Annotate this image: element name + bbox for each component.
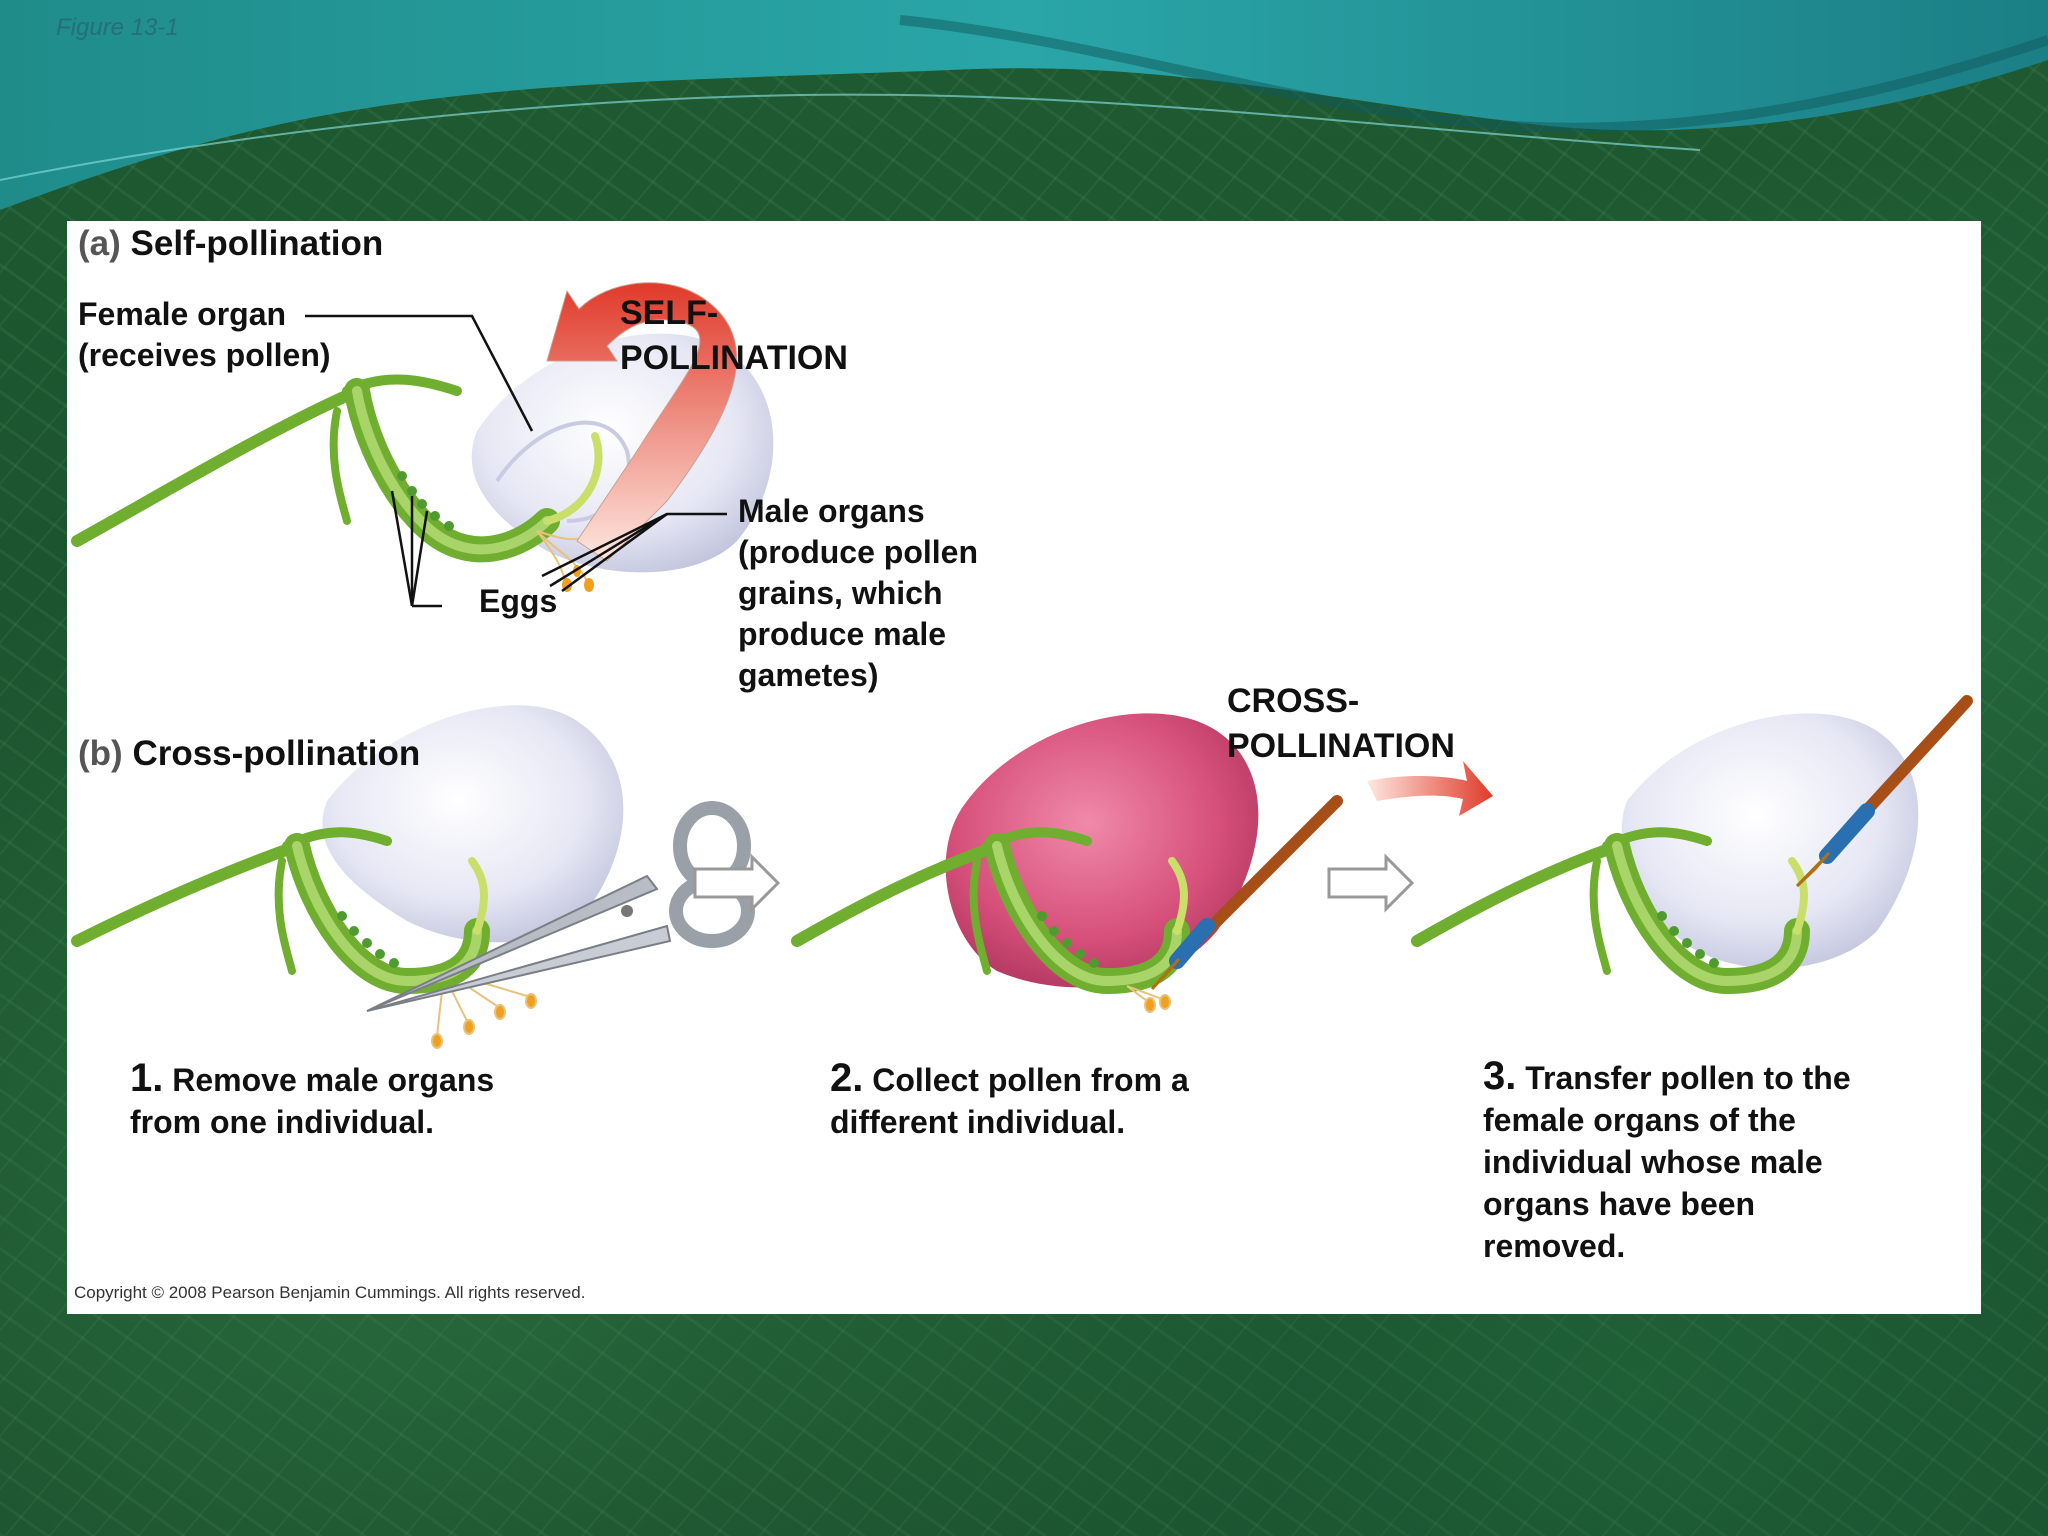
figure-label: Figure 13-1 <box>56 14 179 41</box>
copyright-notice: Copyright © 2008 Pearson Benjamin Cummin… <box>74 1283 586 1302</box>
step3-flower <box>1411 713 1919 995</box>
step-3-number: 3. <box>1483 1054 1517 1098</box>
step-2-line2: different individual. <box>830 1104 1126 1140</box>
part-a-title: Self-pollination <box>130 224 384 263</box>
male-organs-label-line5: gametes) <box>738 657 879 693</box>
step-1-line1: Remove male organs <box>172 1062 495 1098</box>
female-organ-label-line1: Female organ <box>78 296 287 332</box>
part-b-letter: (b) <box>78 734 123 773</box>
cross-pollination-label-line1: CROSS- <box>1227 682 1360 720</box>
process-arrow-2 <box>1327 853 1415 913</box>
part-b-title: Cross-pollination <box>132 734 421 773</box>
self-pollination-arrow <box>546 282 738 562</box>
step-1-number: 1. <box>130 1056 164 1100</box>
step-3-line1: Transfer pollen to the <box>1525 1060 1851 1096</box>
self-pollination-label-line1: SELF- <box>620 294 719 332</box>
female-organ-label: Female organ (receives pollen) <box>78 294 331 376</box>
step-3-line5: removed. <box>1483 1228 1626 1264</box>
cross-pollination-label-line2: POLLINATION <box>1227 727 1455 765</box>
paintbrush-icon-step3 <box>1795 695 1973 888</box>
scissors-icon <box>366 801 755 1012</box>
step-1-caption: 1. Remove male organs from one individua… <box>130 1057 494 1143</box>
part-a-heading: (a) Self-pollination <box>78 224 383 264</box>
paintbrush-icon <box>1150 795 1343 991</box>
male-organs-label-line2: (produce pollen <box>738 534 978 570</box>
cross-pollination-arrow-label: CROSS- POLLINATION <box>1227 679 1455 769</box>
cross-pollination-arrow <box>1367 761 1493 816</box>
step1-flower <box>71 705 624 1049</box>
male-organs-label-line4: produce male <box>738 616 947 652</box>
figure-panel: (a) Self-pollination Female organ (recei… <box>67 221 1981 1314</box>
part-a-letter: (a) <box>78 224 121 263</box>
male-organs-label-line3: grains, which <box>738 575 943 611</box>
callout-lines-a <box>305 314 727 608</box>
male-organs-label: Male organs (produce pollen grains, whic… <box>738 491 978 696</box>
male-organs-label-line1: Male organs <box>738 493 925 529</box>
step-3-line3: individual whose male <box>1483 1144 1823 1180</box>
eggs-label: Eggs <box>479 583 558 619</box>
self-pollination-label-line2: POLLINATION <box>620 339 848 377</box>
step-2-line1: Collect pollen from a <box>872 1062 1189 1098</box>
step-2-caption: 2. Collect pollen from a different indiv… <box>830 1057 1189 1143</box>
step-3-line2: female organs of the <box>1483 1102 1796 1138</box>
process-arrow-1 <box>693 853 781 913</box>
step-2-number: 2. <box>830 1056 864 1100</box>
step-3-line4: organs have been <box>1483 1186 1756 1222</box>
step-1-line2: from one individual. <box>130 1104 435 1140</box>
header-wave <box>0 0 2048 210</box>
female-organ-label-line2: (receives pollen) <box>78 337 331 373</box>
step2-flower <box>791 713 1259 1013</box>
self-pollination-arrow-label: SELF- POLLINATION <box>620 291 848 381</box>
step-3-caption: 3. Transfer pollen to the female organs … <box>1483 1055 1851 1267</box>
pollination-illustration <box>71 282 1973 1049</box>
part-b-heading: (b) Cross-pollination <box>78 734 420 774</box>
ovules <box>397 471 454 531</box>
